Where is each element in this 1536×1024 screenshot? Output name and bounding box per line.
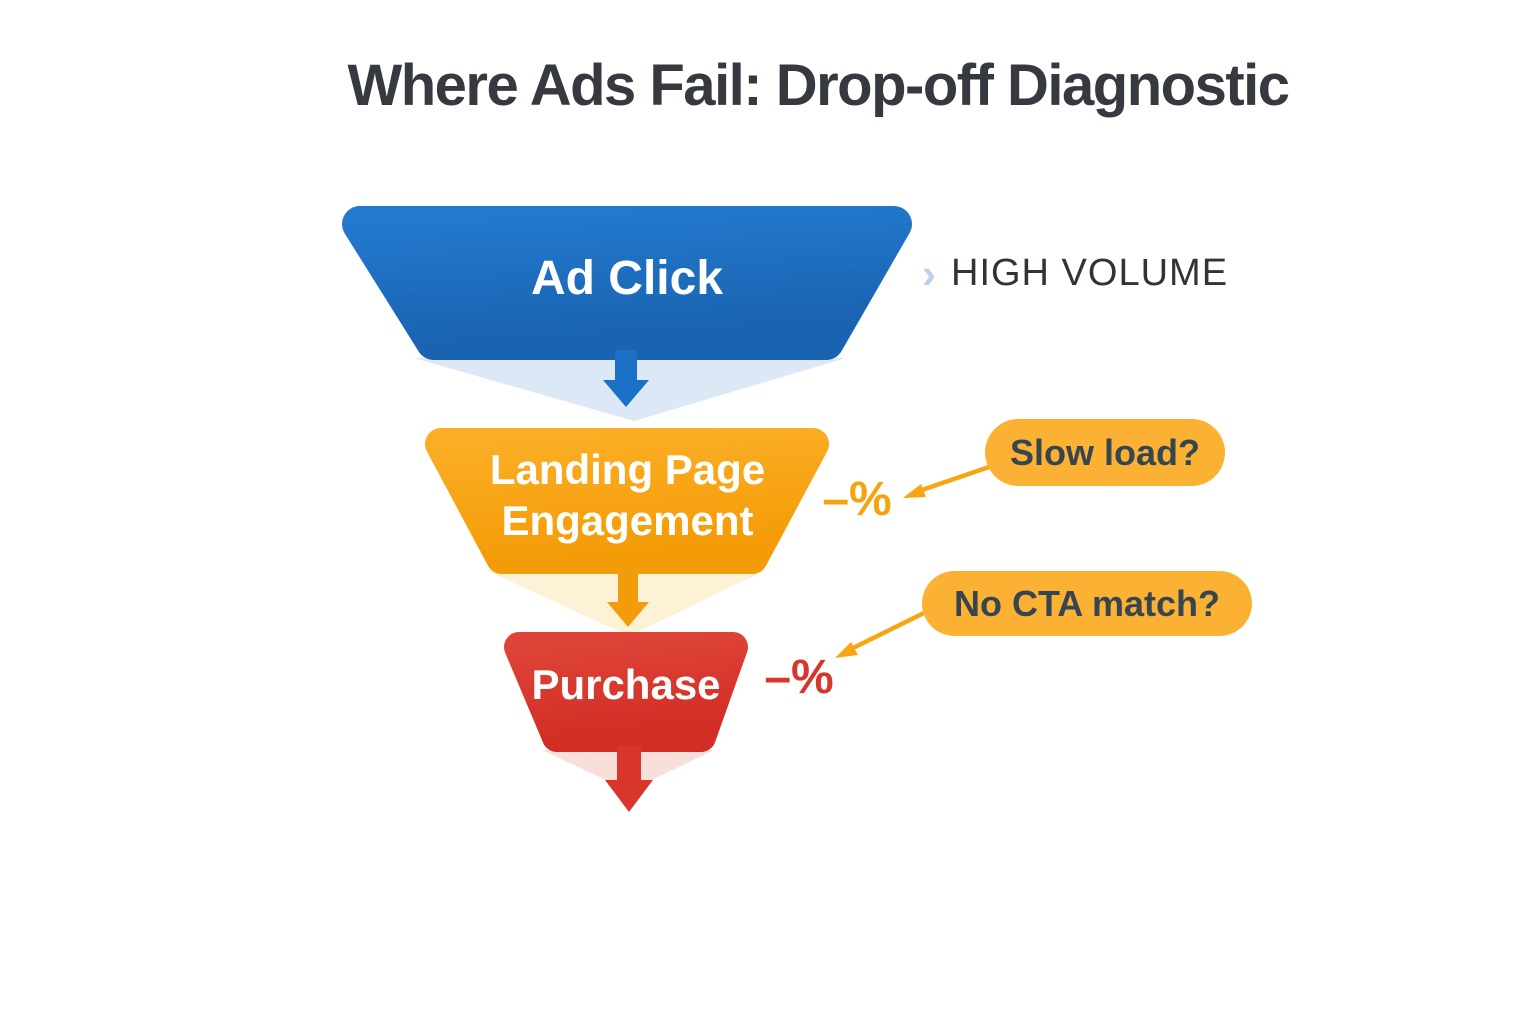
stage-label-purchase: Purchase: [531, 661, 721, 708]
funnel-stage-landing: [425, 428, 829, 574]
connector-arrow-cta-match: [835, 607, 931, 658]
stage-label-ad-click: Ad Click: [530, 252, 724, 305]
arrowhead-icon-cta-match: [835, 642, 858, 658]
annotation-high-volume: › HIGH VOLUME: [922, 252, 1228, 295]
down-arrow-icon-blue: [603, 350, 649, 407]
high-volume-label: HIGH VOLUME: [951, 252, 1229, 294]
stage-label-landing-page-engagement: Landing Page Engagement: [489, 446, 766, 544]
chevron-right-icon: ›: [922, 249, 936, 297]
down-arrow-icon-orange: [607, 572, 649, 627]
funnel-stage-purchase: [504, 632, 748, 752]
page-title: Where Ads Fail: Drop-off Diagnostic: [347, 53, 1290, 118]
drop-value-landing: –%: [822, 473, 892, 526]
connector-arrow-slow-load: [903, 463, 993, 498]
badge-slow-load: Slow load?: [985, 419, 1225, 486]
funnel-stage-ad-click: [342, 206, 912, 360]
badge-no-cta-match: No CTA match?: [922, 571, 1252, 636]
arrowhead-icon-slow-load: [903, 484, 926, 498]
drop-value-purchase: –%: [764, 651, 834, 704]
down-arrow-icon-red: [605, 746, 653, 812]
